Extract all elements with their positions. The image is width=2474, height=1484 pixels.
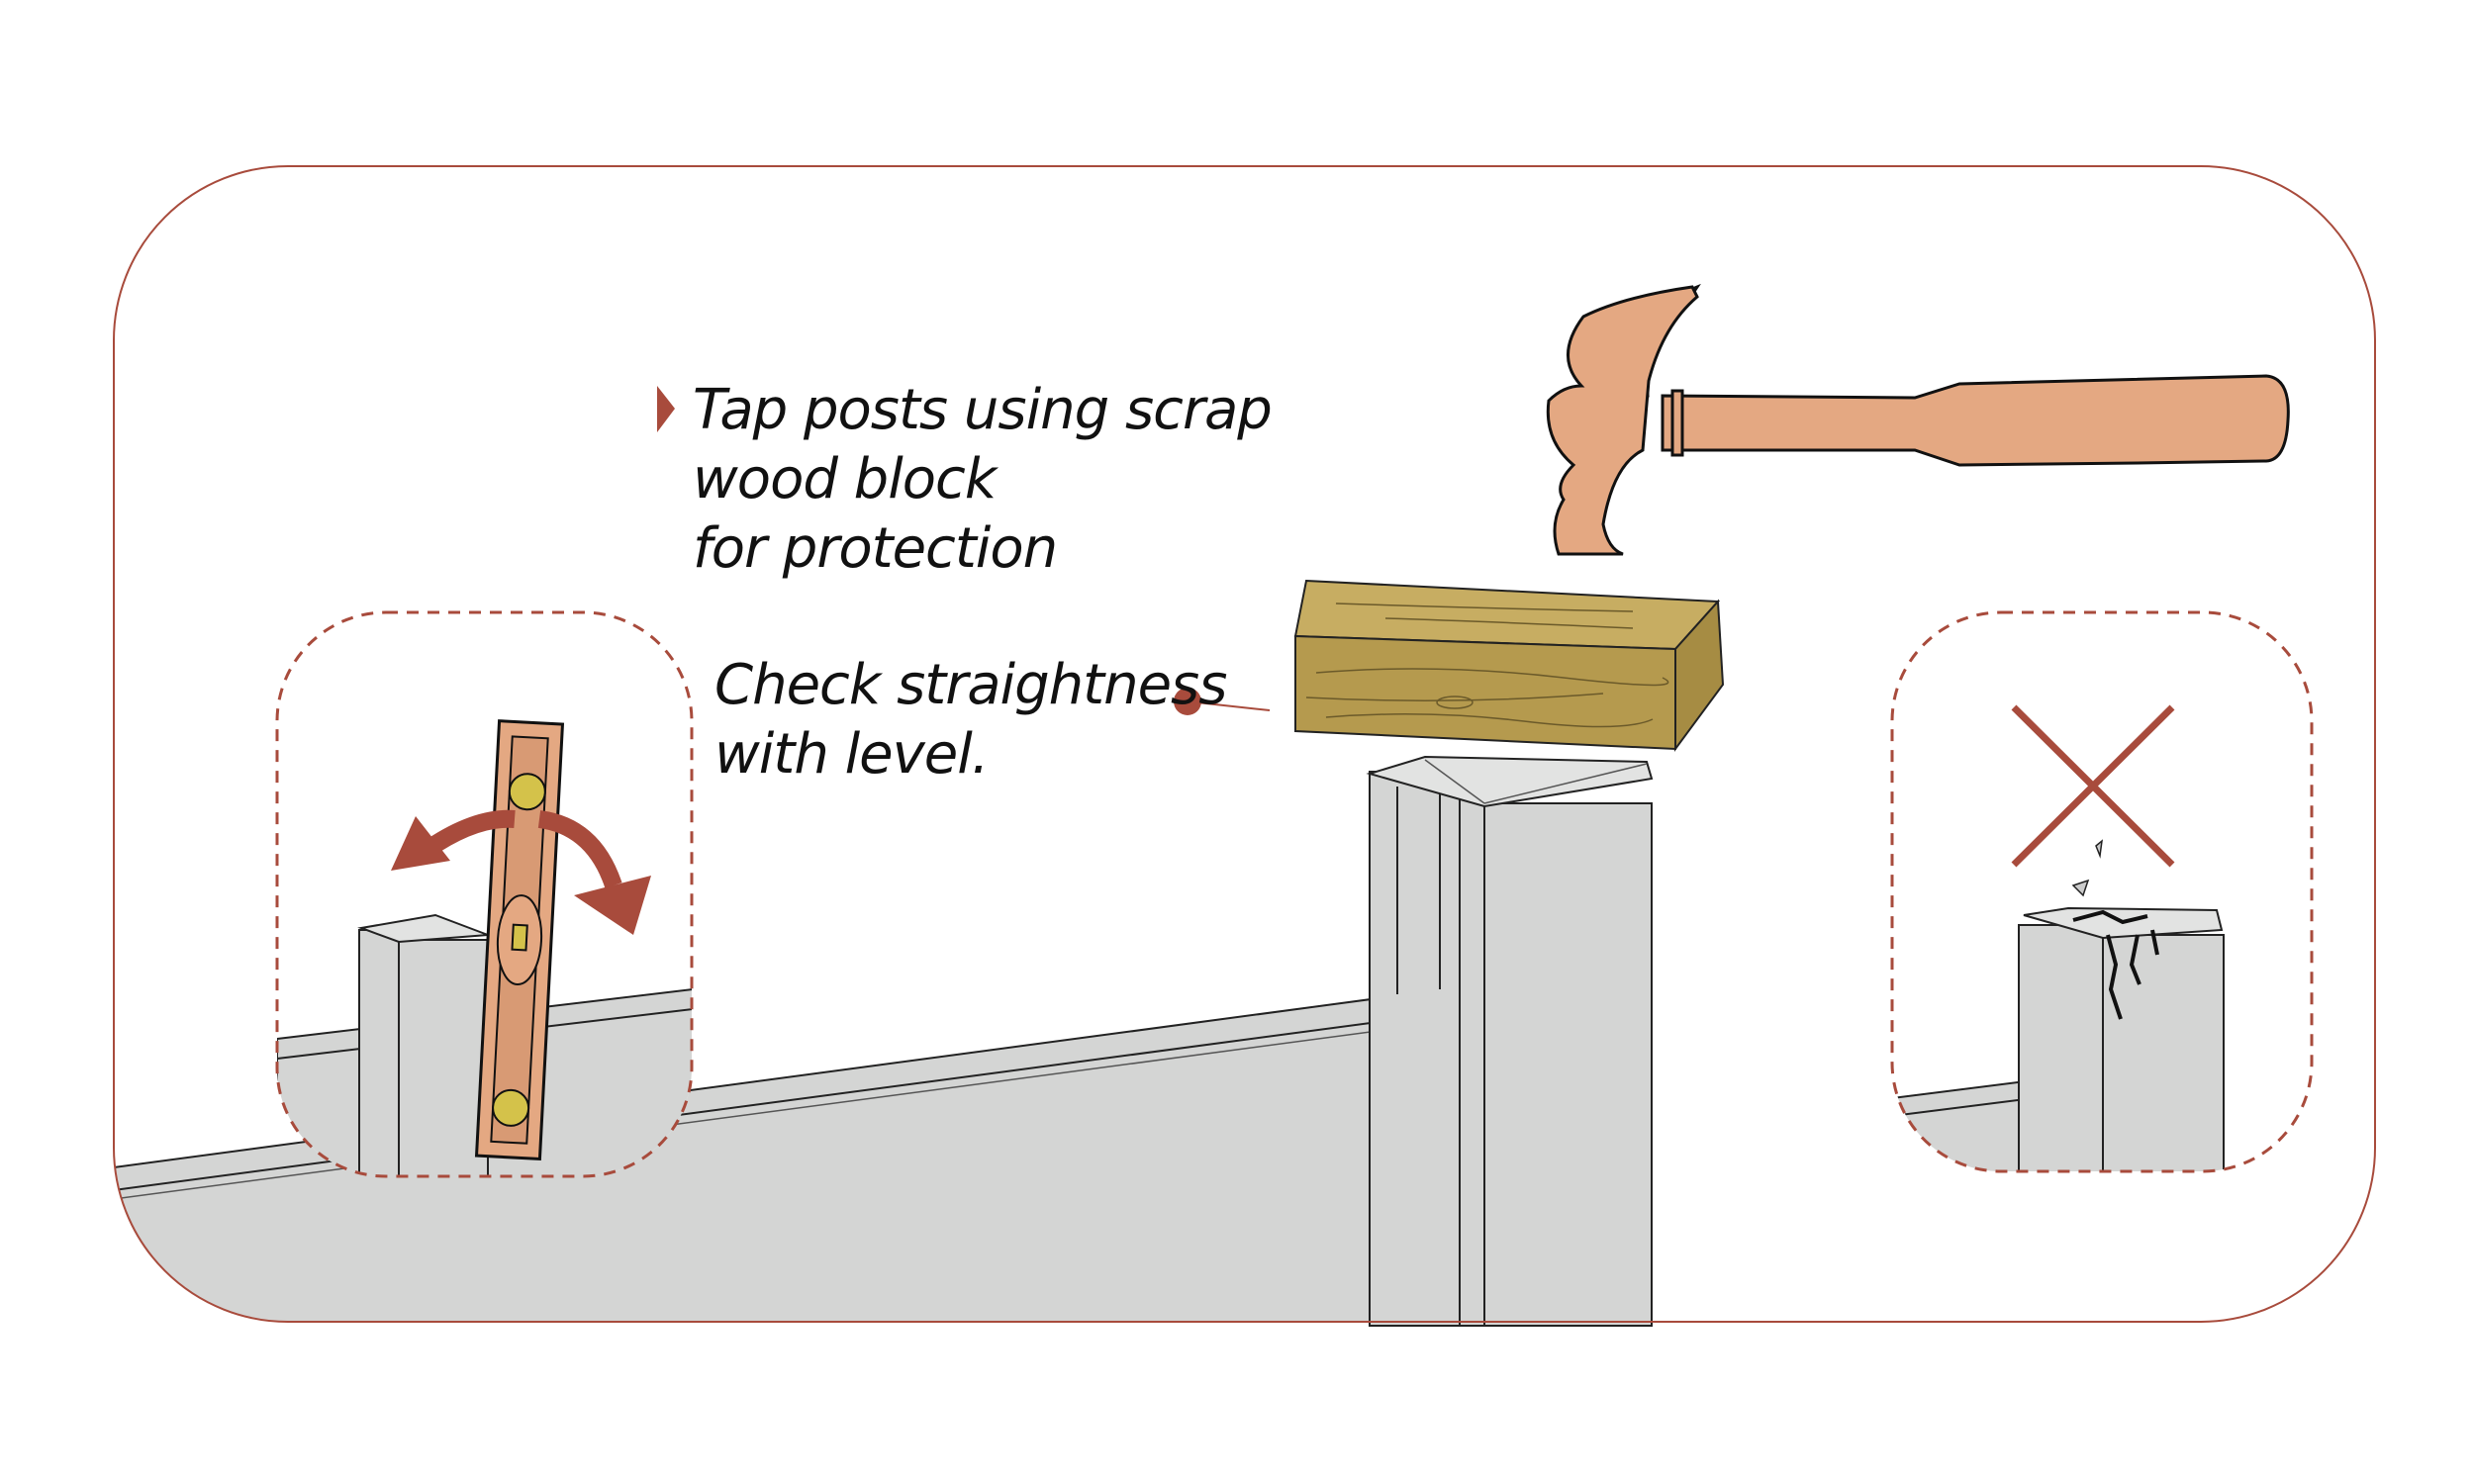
instruction-line: wood block <box>693 447 997 511</box>
instruction-line: with level. <box>714 722 990 787</box>
wrong-detail <box>1892 704 2225 1171</box>
outer-frame <box>113 165 2376 1323</box>
cracked-post-icon <box>2072 909 2159 1020</box>
check-straightness-instruction: Check straightness with level. <box>714 651 1227 789</box>
level-detail <box>277 612 692 1176</box>
bullet-triangle-icon <box>657 386 675 432</box>
instruction-line: for protection <box>693 516 1058 581</box>
level-icon <box>474 719 565 1161</box>
wrong-x-icon <box>2011 704 2175 868</box>
wood-block-icon <box>1293 579 1725 753</box>
wrong-detail-frame <box>1890 610 2314 1173</box>
level-detail-frame <box>275 610 694 1178</box>
hammer-icon <box>1546 283 2290 556</box>
callout-dot-icon <box>1174 688 1271 715</box>
tap-posts-instruction: Tap posts using scrap wood block for pro… <box>693 376 1273 584</box>
fence-post <box>1366 755 1654 1327</box>
instruction-line: Tap posts using scrap <box>693 378 1273 442</box>
instruction-line: Check straightness <box>714 653 1227 717</box>
